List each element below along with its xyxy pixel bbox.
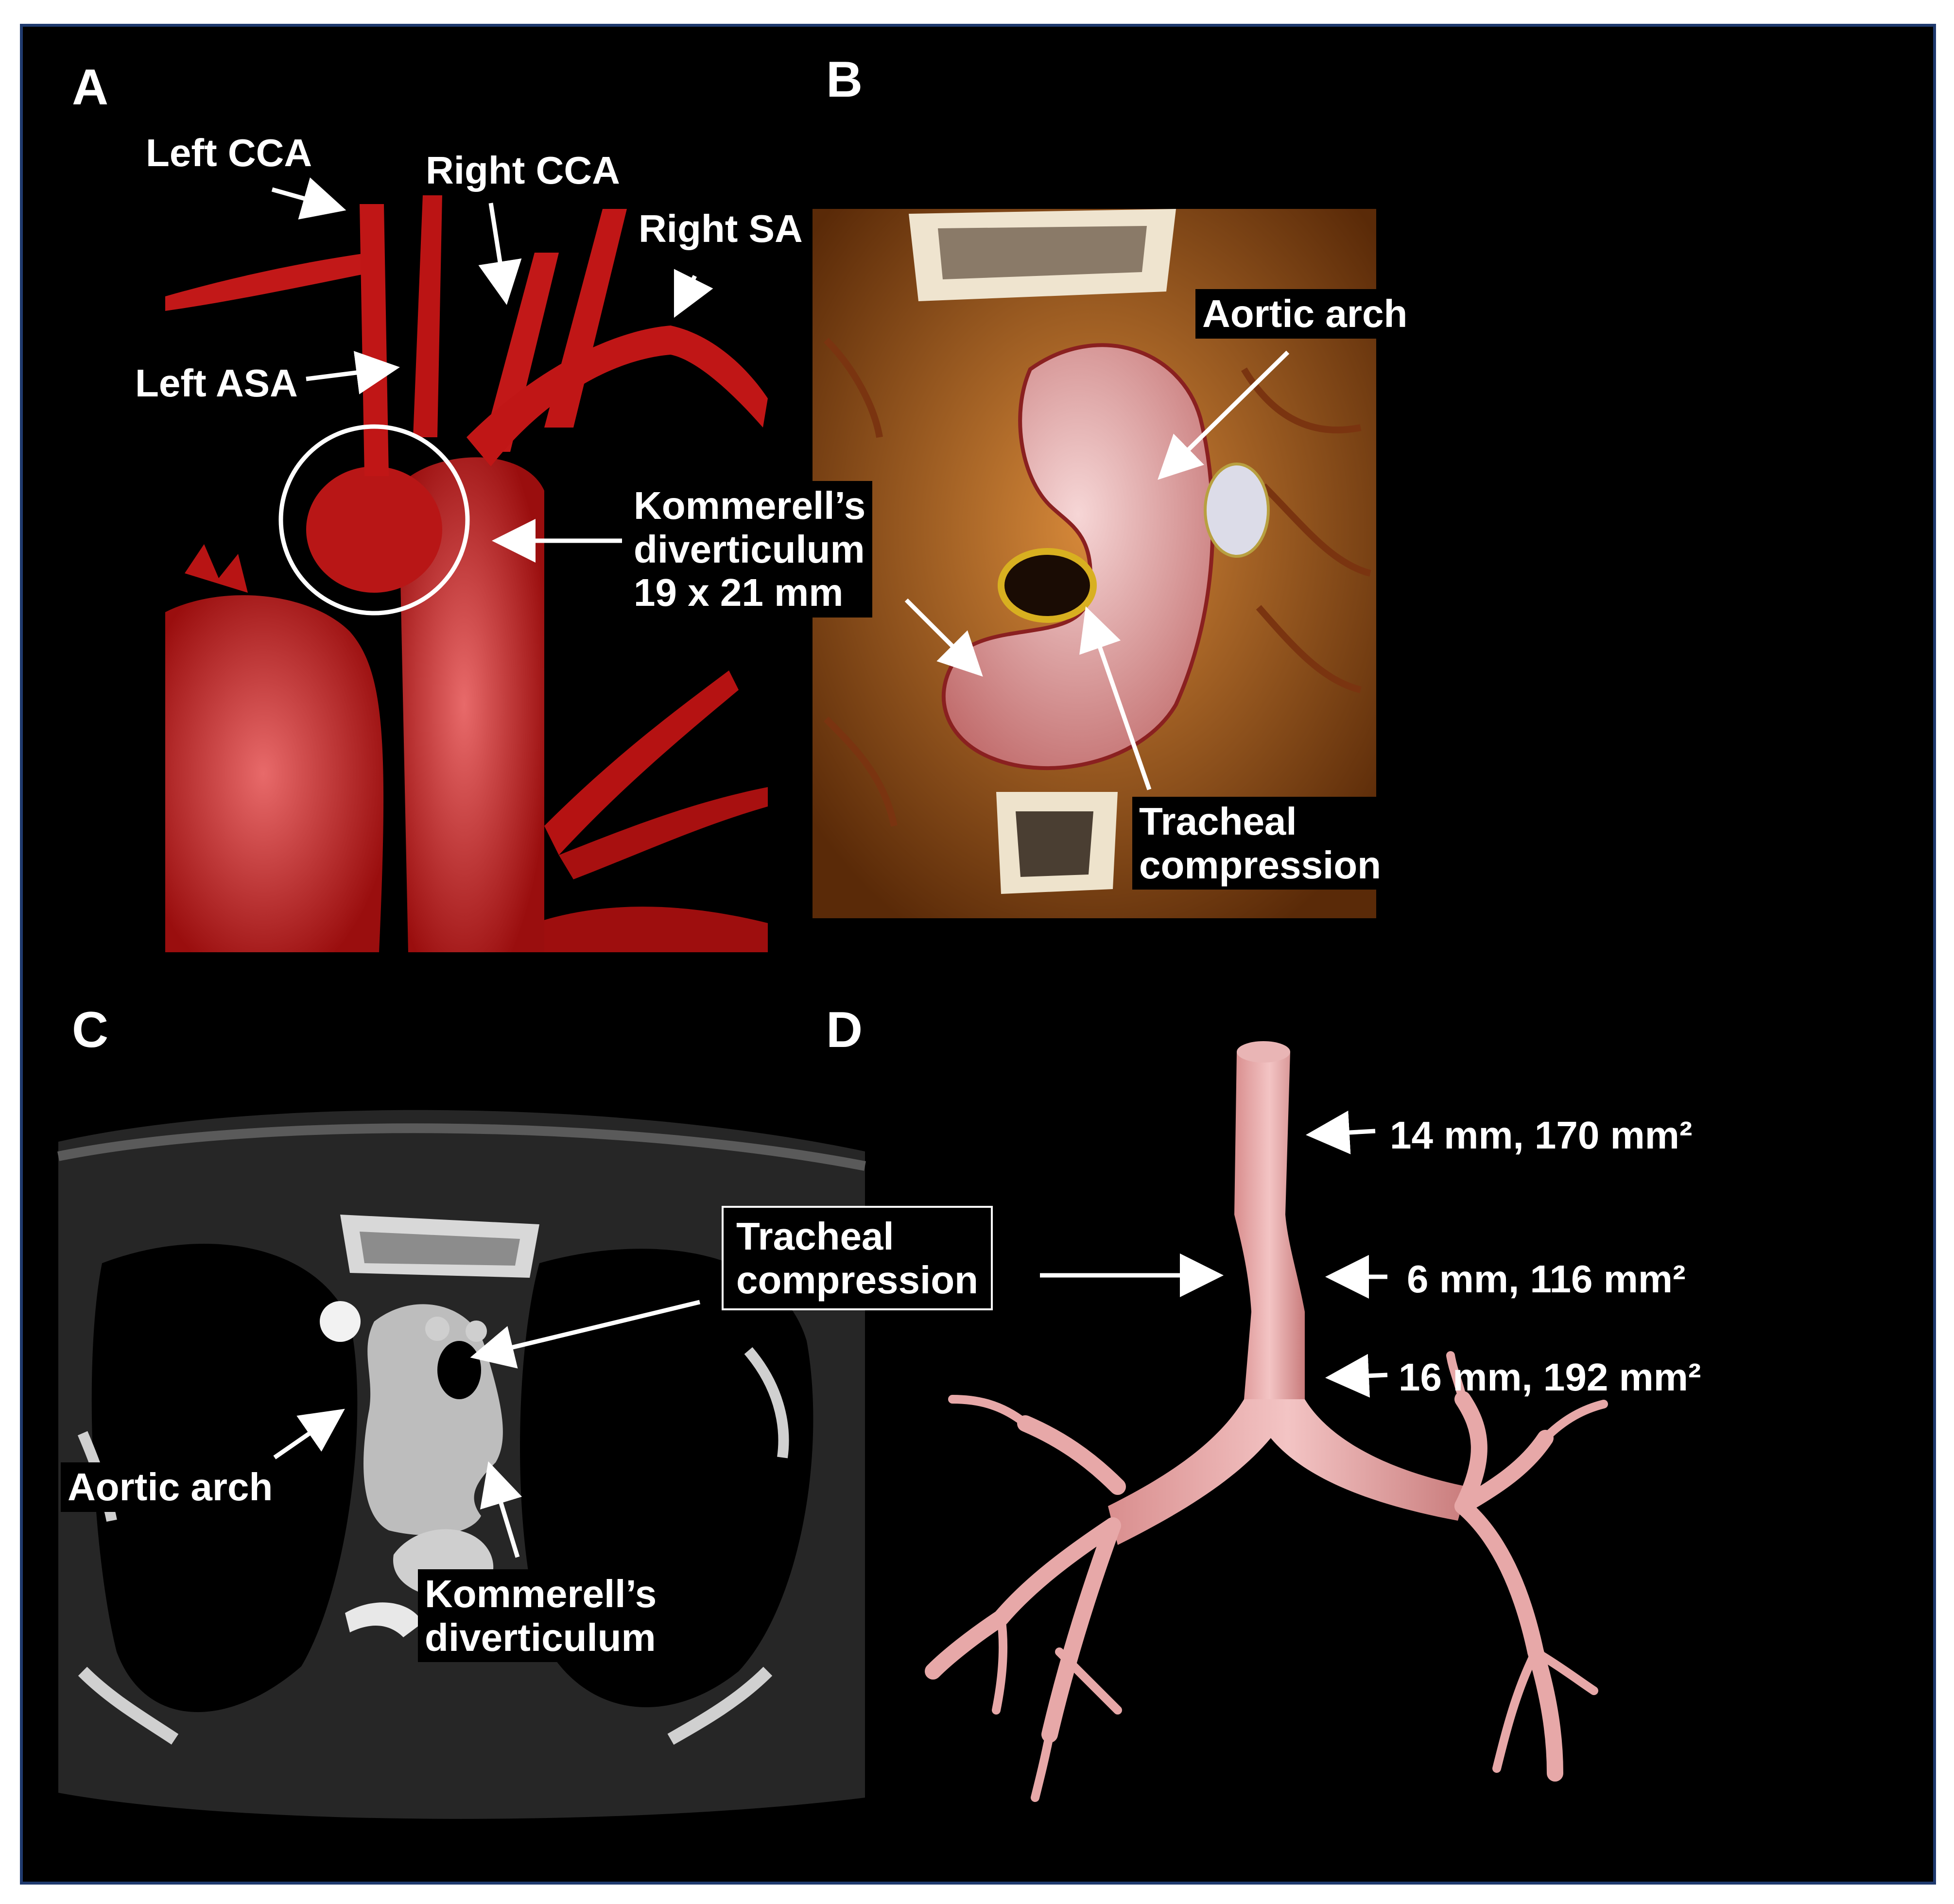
label-right-cca: Right CCA [419, 146, 627, 195]
label-kommerell-c-line1: Kommerell’s [425, 1572, 657, 1615]
panel-d-image [925, 1041, 1608, 1802]
label-left-cca: Left CCA [146, 131, 312, 174]
panel-letter-c: C [72, 1002, 109, 1058]
label-kommerell-c-line2: diverticulum [425, 1615, 656, 1659]
label-right-sa: Right SA [632, 204, 810, 254]
label-kommerell-a: Kommerell’s diverticulum 19 x 21 mm [627, 481, 873, 618]
label-tracheal-b-line1: Tracheal [1139, 800, 1297, 843]
label-tracheal-c-line1: Tracheal [736, 1215, 894, 1258]
panel-letter-b: B [826, 51, 863, 108]
label-aortic-arch-c: Aortic arch [61, 1462, 280, 1512]
label-kommerell-a-line1: Kommerell’s [634, 484, 866, 527]
label-tracheal-b-line2: compression [1139, 843, 1381, 887]
label-kommerell-a-line2: diverticulum [634, 527, 865, 571]
label-left-asa: Left ASA [135, 361, 298, 405]
diverticulum-circle [278, 424, 470, 616]
label-tracheal-c-line2: compression [736, 1258, 978, 1302]
label-tracheal-c: Tracheal compression [722, 1206, 993, 1311]
measurement-middle: 6 mm, 116 mm² [1407, 1257, 1686, 1301]
measurement-lower: 16 mm, 192 mm² [1399, 1355, 1701, 1399]
label-aortic-arch-b: Aortic arch [1195, 289, 1415, 339]
label-kommerell-c: Kommerell’s diverticulum [418, 1569, 664, 1663]
panel-letter-a: A [72, 59, 109, 116]
label-tracheal-b: Tracheal compression [1132, 797, 1388, 890]
panel-letter-d: D [826, 1002, 863, 1058]
measurement-upper: 14 mm, 170 mm² [1390, 1114, 1693, 1157]
label-kommerell-a-size: 19 x 21 mm [634, 571, 844, 615]
